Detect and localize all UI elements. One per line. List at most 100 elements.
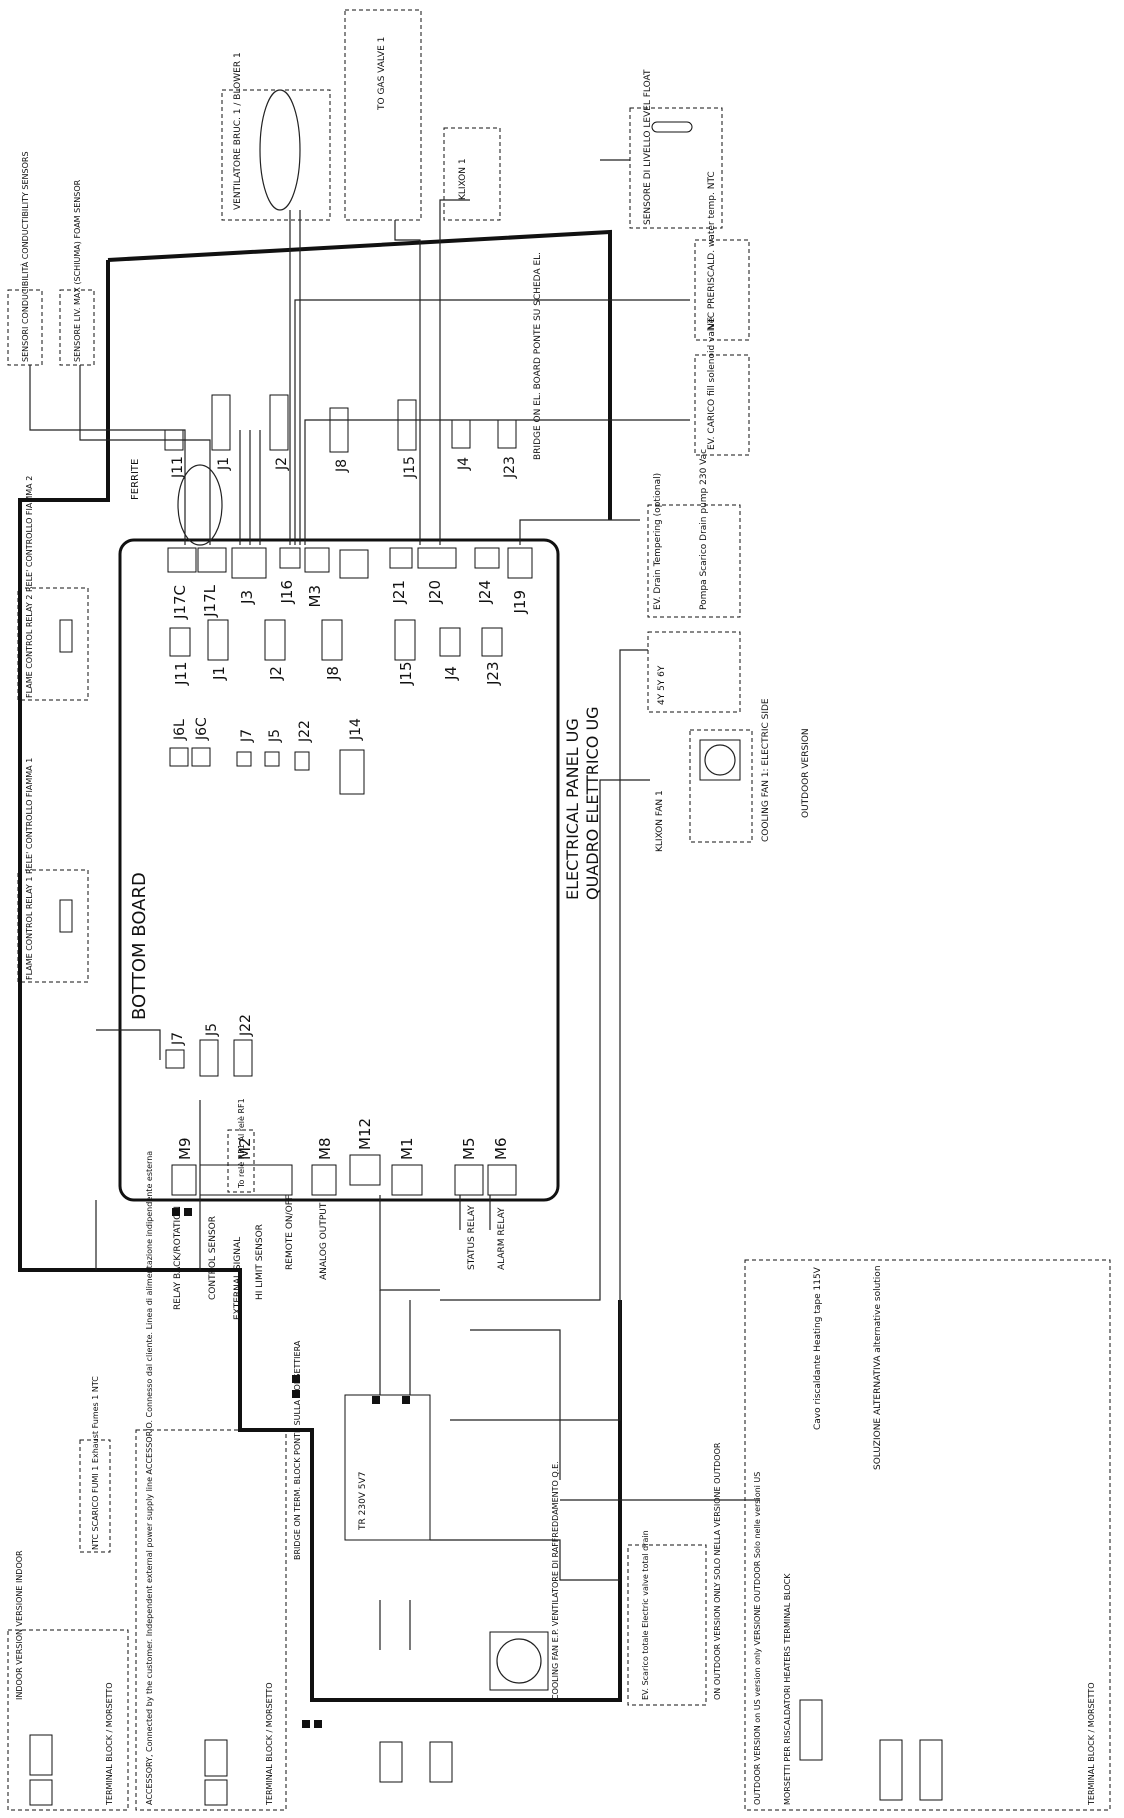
level-sensor-label: SENSORE DI LIVELLO LEVEL FLOAT	[643, 69, 653, 225]
ntc-exhaust-box	[79, 1439, 111, 1553]
relay1-box	[17, 869, 89, 983]
ferrite-loop	[177, 464, 223, 546]
outer-j23: J23	[502, 456, 518, 479]
drain-tempering-label: EV. Drain Tempering (optional)	[653, 473, 663, 610]
label-board-j2: J2	[267, 666, 285, 681]
gas-valve-label: TO GAS VALVE 1	[377, 37, 387, 111]
label-j14: J14	[348, 718, 364, 741]
label-board-j15: J15	[397, 661, 415, 686]
label-board-j11: J11	[172, 661, 190, 686]
left-j7-block	[165, 1049, 185, 1069]
blower-wire-loop	[259, 89, 301, 211]
cooling-fan-ep-rotor	[496, 1638, 542, 1684]
panel-label-2: QUADRO ELETTRICO UG	[583, 706, 602, 900]
klixon1-label: KLIXON 1	[458, 158, 468, 200]
blower-fans-box	[647, 631, 741, 713]
outer-j8: J8	[334, 459, 350, 473]
to-relay-box	[227, 1129, 255, 1193]
outer-j11: J11	[170, 456, 186, 479]
transformer-label: TR 230V 5V7	[358, 1472, 368, 1531]
board-bottom-terminals	[171, 1154, 517, 1196]
left-j22: J22	[238, 1014, 254, 1037]
outer-j1: J1	[216, 457, 232, 471]
label-j17l: J17L	[201, 584, 219, 618]
outer-j2: J2	[274, 457, 290, 471]
foam-box	[59, 289, 95, 366]
left-j5-block	[199, 1039, 219, 1077]
label-board-j4: J4	[442, 666, 460, 681]
label-j6c: J6C	[194, 717, 210, 741]
board-top-connectors	[167, 547, 533, 579]
accessory-box	[135, 1429, 287, 1811]
relay2-box	[17, 587, 89, 701]
ntc-exhaust-label: NTC SCARICO FUMI 1 Exhaust Fumes 1 NTC	[91, 1376, 100, 1550]
label-m1: M1	[398, 1138, 416, 1161]
indoor-version-box	[7, 1629, 129, 1811]
bottom-board	[118, 538, 560, 1202]
label-j7: J7	[239, 729, 255, 743]
outer-j15: J15	[402, 456, 418, 479]
label-m12: M12	[356, 1118, 374, 1150]
label-board-j8: J8	[324, 666, 342, 681]
label-j6l: J6L	[172, 719, 188, 741]
signal-alarm: ALARM RELAY	[497, 1207, 507, 1270]
outdoor-us-box	[744, 1259, 1111, 1811]
heating-tape-label: Cavo riscaldante Heating tape 115V	[813, 1266, 823, 1430]
klixon-fan1-label: KLIXON FAN 1	[655, 790, 665, 852]
heaters-block-label: MORSETTI PER RISCALDATORI HEATERS TERMIN…	[783, 1573, 792, 1805]
outdoor-version-label: OUTDOOR VERSION	[801, 728, 811, 818]
indoor-version-label: INDOOR VERSION VERSIONE INDOOR	[15, 1550, 24, 1700]
label-j20: J20	[426, 580, 444, 605]
alt-solution-label: SOLUZIONE ALTERNATIVA alternative soluti…	[873, 1265, 883, 1470]
only-outdoor-label: ON OUTDOOR VERSION ONLY SOLO NELLA VERSI…	[713, 1442, 722, 1700]
indoor-terminal-label: TERMINAL BLOCK / MORSETTO	[105, 1682, 114, 1806]
fill-valve-box	[694, 354, 750, 456]
cooling-fan1-icon	[699, 739, 741, 781]
accessory-terminal-label: TERMINAL BLOCK / MORSETTO	[265, 1682, 274, 1806]
cooling-fan1-rotor	[704, 744, 736, 776]
drain-pump-label: Pompa Scarico Drain pump 230 Vac	[699, 449, 709, 610]
cabinet-top	[107, 229, 612, 520]
label-j17c: J17C	[171, 585, 189, 620]
signal-relay-back: RELAY BACK/ROTATION	[173, 1206, 183, 1310]
label-j22: J22	[297, 720, 313, 743]
ev-drain-outdoor-label: EV. Scarico totale Electric valve total …	[641, 1530, 650, 1700]
signal-hi-limit: HI LIMIT SENSOR	[255, 1224, 265, 1300]
label-m8: M8	[316, 1138, 334, 1161]
label-board-j1: J1	[210, 666, 228, 681]
wires	[29, 159, 760, 1650]
signal-remote: REMOTE ON/OFF	[285, 1195, 295, 1270]
relay1-label: FLAME CONTROL RELAY 1 RELE' CONTROLLO FI…	[25, 758, 34, 980]
label-m3: M3	[306, 585, 324, 608]
left-j7: J7	[170, 1032, 186, 1046]
blower-label: VENTILATORE BRUC. 1 / BLOWER 1	[233, 52, 243, 210]
terminal-symbols	[29, 1208, 943, 1806]
foam-label: SENSORE LIV. MAX (SCHIUMA) FOAM SENSOR	[73, 179, 82, 362]
label-m2: M2	[236, 1138, 254, 1161]
fill-valve-label: EV. CARICO fill solenoid valve	[707, 317, 717, 450]
outer-j4: J4	[456, 457, 472, 471]
to-relay-label: To relè RF1 Al relè RF1	[236, 1098, 246, 1189]
label-j24: J24	[476, 580, 494, 605]
level-sensor-box	[629, 107, 723, 229]
ntc-preheat-label: NTC PRERISCALD. water temp. NTC	[707, 171, 717, 330]
label-m9: M9	[176, 1138, 194, 1161]
drain-tempering-box	[647, 504, 741, 618]
label-j21: J21	[390, 580, 408, 605]
label-j16: J16	[278, 580, 296, 605]
gas-valve-box	[344, 9, 422, 221]
cabinet-outline	[18, 260, 622, 1702]
board-row3-connectors	[169, 747, 365, 795]
label-j5: J5	[267, 729, 283, 743]
outdoor-terminal-label: TERMINAL BLOCK / MORSETTO	[1087, 1682, 1096, 1806]
conductivity-box	[7, 289, 43, 366]
cooling-fan1-label: COOLING FAN 1: ELECTRIC SIDE	[761, 698, 771, 842]
signal-status: STATUS RELAY	[467, 1205, 477, 1270]
label-board-j23: J23	[484, 661, 502, 686]
signal-external: EXTERNAL SIGNAL	[233, 1237, 243, 1320]
ntc-preheat-box	[694, 239, 750, 341]
outer-connector-blocks	[164, 394, 517, 453]
cooling-fan1-box	[689, 729, 753, 843]
conductivity-label: SENSORI CONDUCIBILITÀ CONDUCTIBILITY SEN…	[19, 151, 30, 362]
